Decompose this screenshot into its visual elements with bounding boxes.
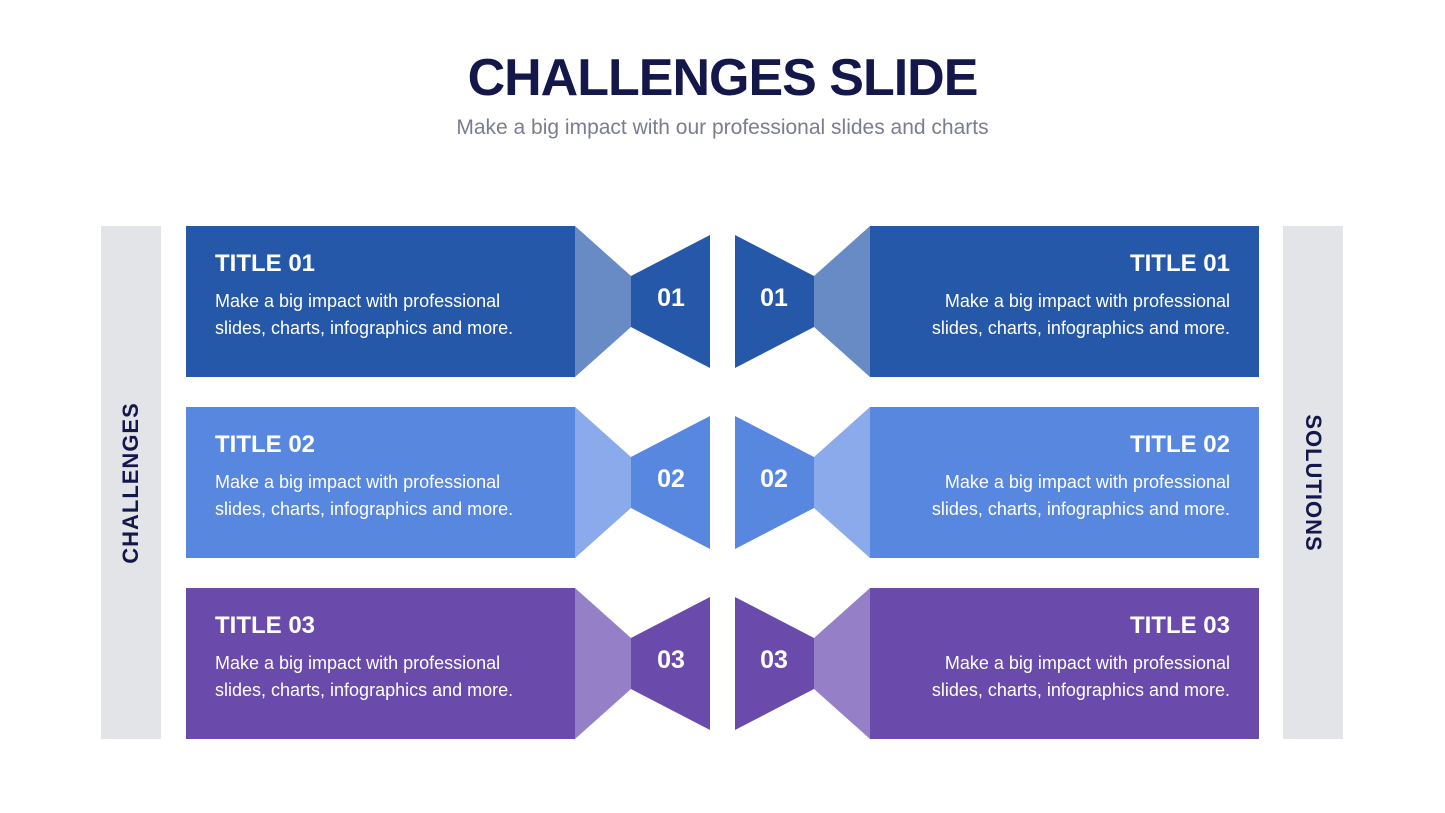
challenge-card: TITLE 02 Make a big impact with professi… [186, 407, 575, 558]
challenge-card: TITLE 03 Make a big impact with professi… [186, 588, 575, 739]
solution-body: Make a big impact with professional slid… [931, 291, 1230, 338]
challenge-number-tab [631, 416, 710, 549]
challenge-body: Make a big impact with professional slid… [215, 291, 514, 338]
solution-body: Make a big impact with professional slid… [931, 472, 1230, 519]
solution-number-tab [735, 597, 814, 730]
solution-body: Make a big impact with professional slid… [931, 653, 1230, 700]
challenge-number-tab [631, 597, 710, 730]
solution-card: TITLE 02 Make a big impact with professi… [870, 407, 1259, 558]
challenges-sidebar: CHALLENGES [101, 226, 161, 739]
solution-card: TITLE 03 Make a big impact with professi… [870, 588, 1259, 739]
bowtie-connector [575, 407, 870, 558]
challenges-label: CHALLENGES [118, 401, 143, 564]
bowtie-connector [575, 226, 870, 377]
challenge-number: 02 [657, 465, 685, 493]
solution-fold [814, 226, 870, 377]
solution-fold [814, 588, 870, 739]
solution-number: 02 [760, 465, 788, 493]
solution-card: TITLE 01 Make a big impact with professi… [870, 226, 1259, 377]
challenge-body: Make a big impact with professional slid… [215, 653, 514, 700]
challenge-fold [575, 226, 631, 377]
page-title: CHALLENGES SLIDE [467, 49, 979, 107]
challenge-body: Make a big impact with professional slid… [215, 472, 514, 519]
bowtie-connector [575, 588, 870, 739]
solution-title: TITLE 02 [1129, 431, 1230, 458]
solution-title: TITLE 03 [1129, 612, 1230, 639]
challenge-number-tab [631, 235, 710, 368]
challenge-card: TITLE 01 Make a big impact with professi… [186, 226, 575, 377]
solution-number: 01 [760, 284, 788, 312]
challenge-title: TITLE 01 [215, 250, 316, 277]
page-subtitle: Make a big impact with our professional … [456, 116, 989, 139]
solution-number-tab [735, 235, 814, 368]
solutions-sidebar: SOLUTIONS [1283, 226, 1343, 739]
solution-title: TITLE 01 [1129, 250, 1230, 277]
solutions-label: SOLUTIONS [1301, 413, 1326, 552]
challenge-fold [575, 588, 631, 739]
challenge-title: TITLE 03 [215, 612, 316, 639]
challenge-number: 03 [657, 646, 685, 674]
challenge-number: 01 [657, 284, 685, 312]
solution-number-tab [735, 416, 814, 549]
solution-number: 03 [760, 646, 788, 674]
solution-fold [814, 407, 870, 558]
challenge-title: TITLE 02 [215, 431, 316, 458]
challenge-fold [575, 407, 631, 558]
